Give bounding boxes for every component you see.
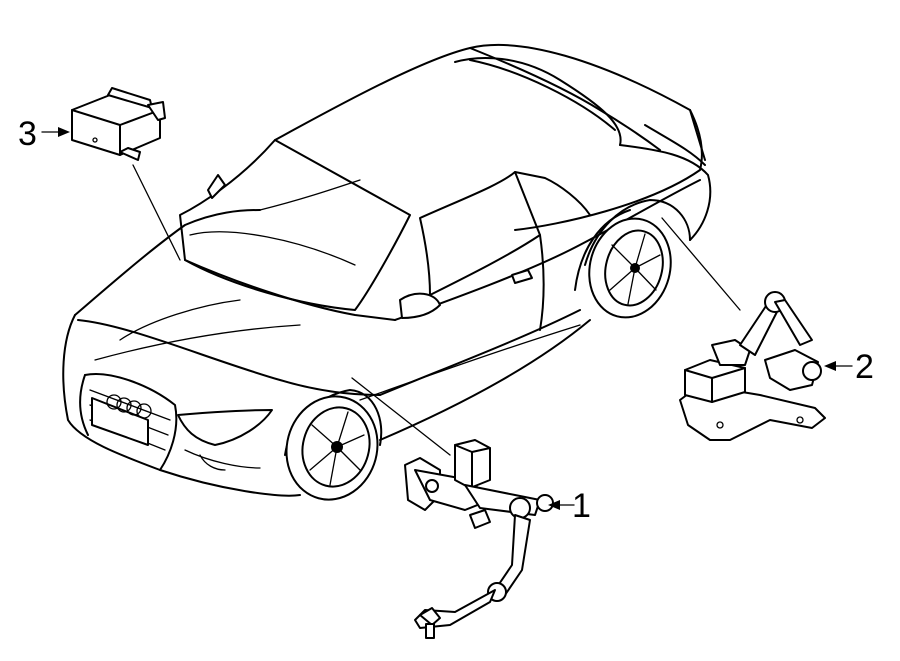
leader-line-3 xyxy=(132,164,181,261)
front-wheel xyxy=(285,395,379,501)
callout-label: 3 xyxy=(18,115,37,153)
leader-line-2 xyxy=(661,217,741,311)
rear-wheel xyxy=(588,217,672,319)
arrow-icon xyxy=(548,500,560,510)
arrow-icon xyxy=(58,127,70,137)
arrow-icon xyxy=(824,361,836,371)
sensor-part-icon xyxy=(679,291,826,441)
callout-1: 1 xyxy=(548,487,591,525)
callout-label: 2 xyxy=(855,348,874,386)
sensor-part-icon xyxy=(404,439,554,639)
callout-2: 2 xyxy=(824,348,874,386)
car-illustration xyxy=(62,43,712,497)
control-module-icon xyxy=(71,87,166,161)
leader-line-1 xyxy=(351,377,451,456)
callout-label: 1 xyxy=(572,487,591,525)
leader-lines xyxy=(132,164,741,456)
callout-3: 3 xyxy=(18,115,70,153)
brand-logo xyxy=(106,394,152,419)
